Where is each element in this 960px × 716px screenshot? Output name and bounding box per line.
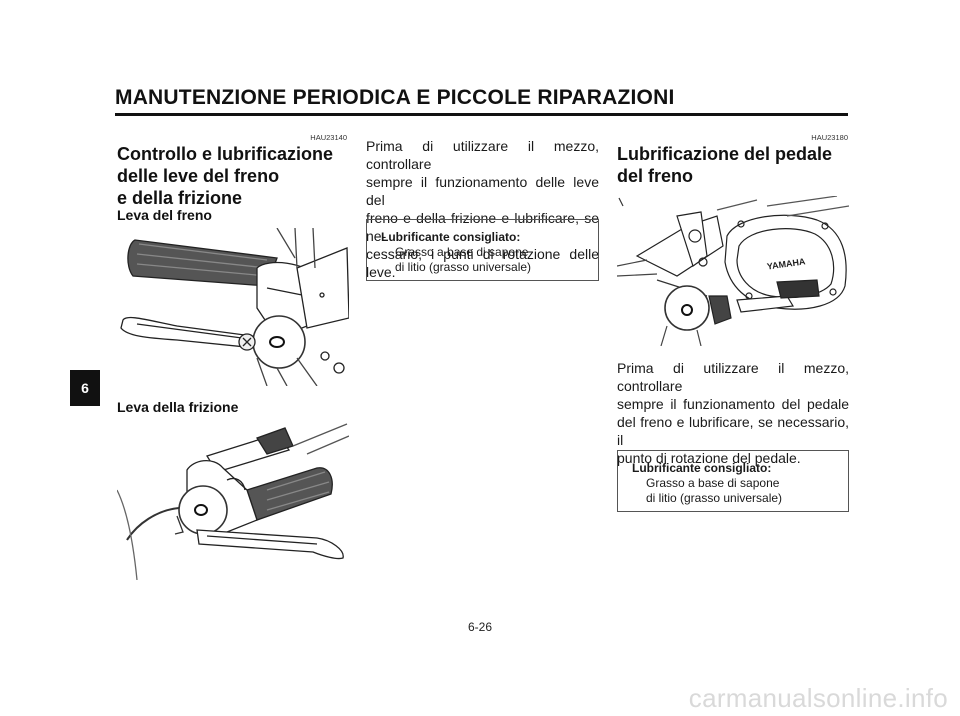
page-number: 6-26 [467,620,493,634]
clutch-lever-illustration [117,423,349,580]
lubricant-title: Lubrificante consigliato: [381,230,521,244]
brake-lever-illustration [120,228,349,386]
brake-lever-photo [117,228,349,386]
section-title-right: Lubrificazione del pedale del freno [617,143,849,187]
section-code-right: HAU23180 [811,133,848,142]
section-title-line: delle leve del freno [117,166,280,186]
lubricant-box-levers: Lubrificante consigliato: Grasso a base … [366,219,599,281]
header-rule [115,113,848,116]
section-code-left: HAU23140 [310,133,347,142]
body-line: sempre il funzionamento del pedale [617,396,849,412]
subhead-clutch-lever: Leva della frizione [117,399,239,415]
section-title-line: Controllo e lubrificazione [117,144,334,164]
body-line: Prima di utilizzare il mezzo, controllar… [617,360,849,394]
body-line: freno e della frizione e lubrificare, se… [366,210,599,244]
brake-pedal-instructions: Prima di utilizzare il mezzo, controllar… [617,359,849,467]
lubricant-box-pedal: Lubrificante consigliato: Grasso a base … [617,450,849,512]
lubricant-title: Lubrificante consigliato: [632,461,772,475]
lubricant-value-line: Grasso a base di sapone [646,476,780,490]
lubricant-value-line: di litio (grasso universale) [646,491,783,505]
lubricant-value-line: di litio (grasso universale) [395,260,532,274]
watermark[interactable]: carmanualsonline.info [688,683,948,713]
brake-pedal-photo: YAMAHA [617,196,849,346]
page-header-title: MANUTENZIONE PERIODICA E PICCOLE RIPARAZ… [115,86,675,109]
body-line: cessario, i punti di rotazione delle lev… [366,246,599,280]
chapter-tab[interactable]: 6 [70,370,100,406]
body-line: Prima di utilizzare il mezzo, controllar… [366,138,599,172]
section-title-line: e della frizione [117,188,243,208]
brake-clutch-instructions: Prima di utilizzare il mezzo, controllar… [366,137,599,281]
clutch-lever-photo [117,420,349,580]
brake-pedal-illustration: YAMAHA [617,196,849,346]
section-title-left: Controllo e lubrificazione delle leve de… [117,143,347,209]
body-line: punto di rotazione del pedale. [617,450,801,466]
lubricant-value-line: Grasso a base di sapone [395,245,529,259]
subhead-brake-lever: Leva del freno [117,207,212,223]
body-line: del freno e lubrificare, se necessario, … [617,414,849,448]
section-title-line: Lubrificazione del pedale [617,144,833,164]
section-title-line: del freno [617,166,694,186]
body-line: sempre il funzionamento delle leve del [366,174,599,208]
